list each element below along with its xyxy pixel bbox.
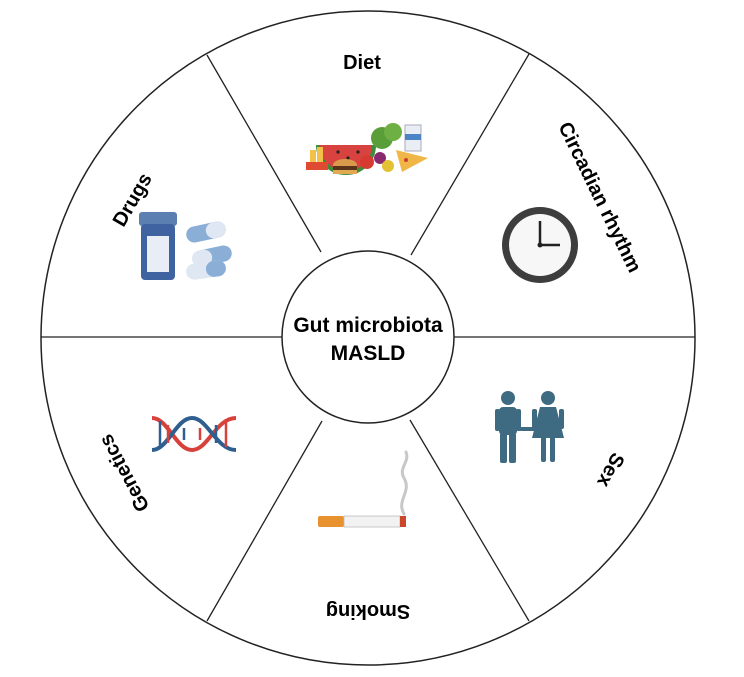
dna-icon: [151, 415, 237, 453]
pills-icon: [139, 212, 232, 280]
food-icon: [306, 123, 428, 175]
segment-dividers: [41, 53, 695, 622]
center-circle: [281, 250, 455, 424]
couple-icon: [495, 391, 564, 463]
divider-bottom-right: [409, 419, 530, 622]
clock-icon: [502, 207, 578, 283]
center-label-line1: Gut microbiota: [293, 314, 443, 337]
segment-label-diet: Diet: [343, 52, 381, 74]
segment-label-smoking: Smoking: [326, 600, 410, 622]
center-label-line2: MASLD: [331, 342, 406, 365]
divider-top-right: [410, 53, 530, 256]
cigarette-icon: [318, 450, 409, 528]
divider-top-left: [206, 54, 322, 253]
divider-bottom-left: [206, 420, 323, 622]
